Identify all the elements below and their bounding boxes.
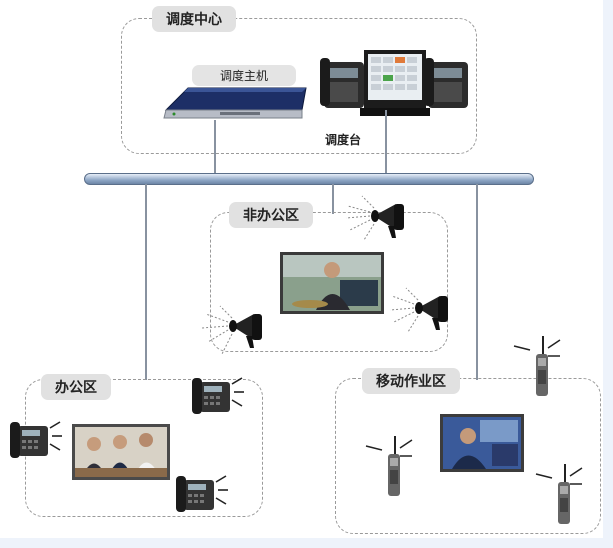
mobile-zone-label: 移动作业区: [362, 368, 460, 394]
non-office-zone-label: 非办公区: [229, 202, 313, 228]
dispatch-console-label: 调度台: [325, 133, 362, 147]
server-connector: [214, 120, 216, 174]
office-video-display-icon: [72, 424, 170, 480]
network-bus: [84, 173, 534, 185]
walkie-talkie-icon: [365, 436, 413, 496]
mobile-video-display-icon: [440, 414, 524, 472]
non-office-display-icon: [280, 252, 384, 314]
dispatch-server-icon: [163, 87, 307, 119]
dispatch-server-label: 调度主机: [192, 65, 297, 86]
mobile-zone: [335, 378, 601, 534]
ip-phone-icon: [192, 377, 244, 414]
office-connector: [145, 184, 147, 380]
mobile-connector: [476, 184, 478, 380]
megaphone-icon: [345, 195, 404, 241]
office-zone-label: 办公区: [41, 374, 111, 400]
dispatch-console-icon: [320, 50, 468, 116]
ip-phone-icon: [10, 421, 62, 458]
network-diagram: 调度中心 调度主机 调度台: [0, 0, 603, 538]
non-office-zone: [210, 212, 448, 352]
console-connector: [385, 110, 387, 174]
dispatch-center-zone: [121, 18, 477, 154]
non-office-connector: [332, 184, 334, 214]
dispatch-center-label: 调度中心: [152, 6, 236, 32]
megaphone-icon: [201, 305, 262, 355]
walkie-talkie-icon: [535, 464, 583, 524]
ip-phone-icon: [176, 475, 228, 512]
megaphone-icon: [389, 287, 448, 333]
walkie-talkie-icon: [513, 336, 561, 396]
